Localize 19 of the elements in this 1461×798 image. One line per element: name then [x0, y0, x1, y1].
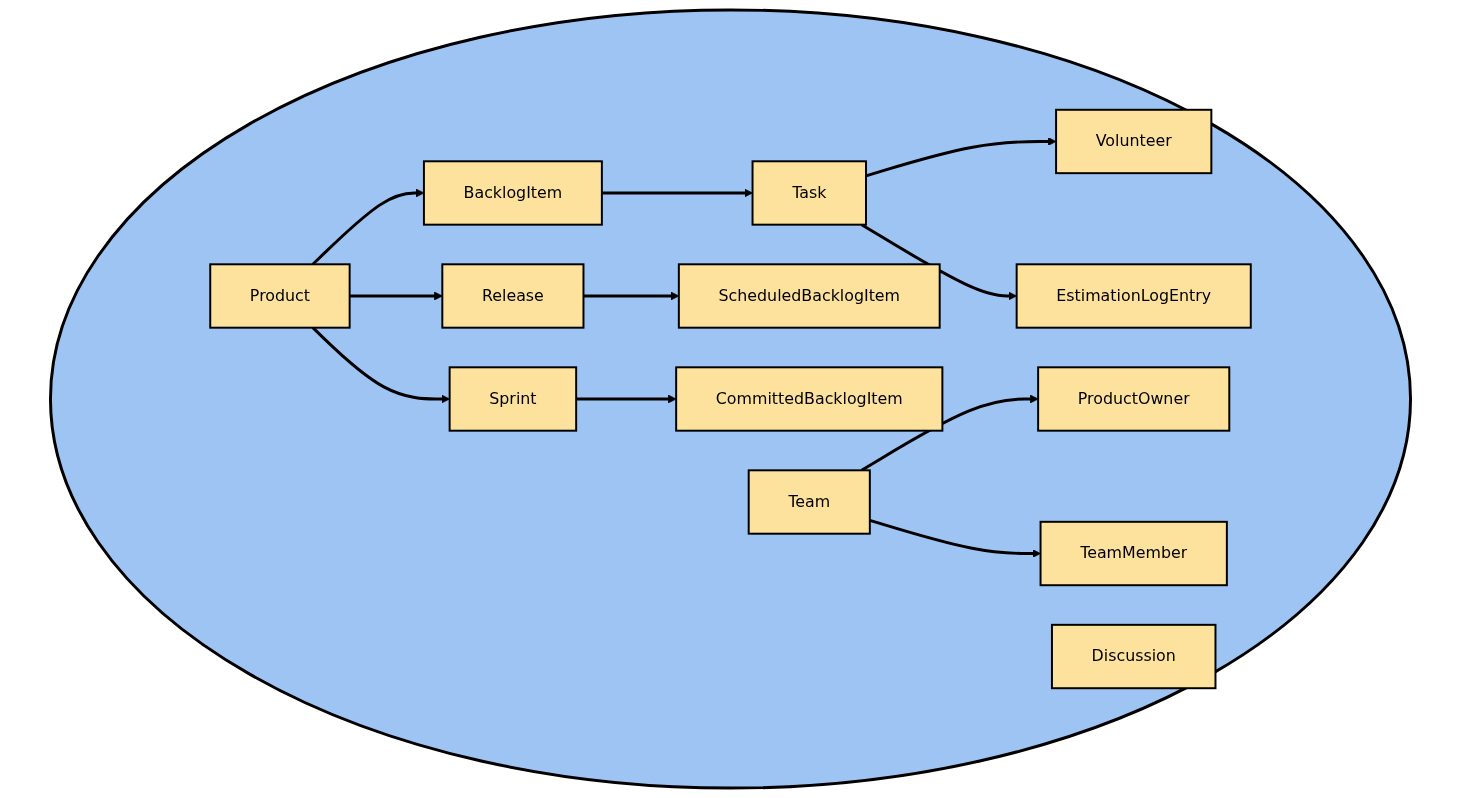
arrow	[869, 518, 1041, 558]
arrow	[349, 291, 443, 301]
node-box: EstimationLogEntry	[1015, 263, 1252, 329]
node-box: Task	[751, 160, 867, 226]
node-box: Sprint	[448, 366, 578, 432]
node-box: ProductOwner	[1037, 366, 1231, 432]
node-box: Discussion	[1050, 623, 1217, 690]
arrow	[601, 188, 753, 198]
node-box: ScheduledBacklogItem	[677, 263, 941, 329]
node-box: Volunteer	[1055, 108, 1213, 175]
node-box: Release	[441, 263, 585, 329]
node-box: Team	[747, 469, 871, 535]
node-box: CommittedBacklogItem	[675, 366, 944, 432]
node-box: BacklogItem	[422, 160, 603, 226]
arrow	[576, 394, 677, 404]
arrow	[865, 137, 1057, 178]
arrow	[860, 394, 1039, 472]
node-box: TeamMember	[1039, 520, 1228, 587]
node-box: Product	[209, 263, 351, 329]
